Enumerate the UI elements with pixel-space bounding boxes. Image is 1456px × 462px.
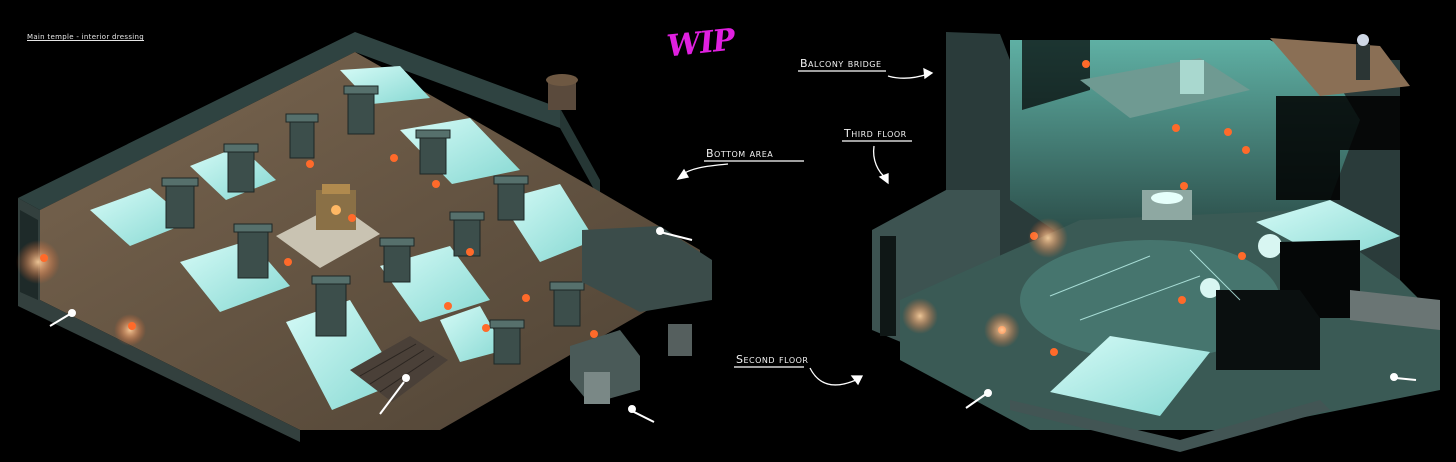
left-torches — [40, 154, 598, 338]
right-entry-arrows — [965, 373, 1417, 409]
left-staircase — [350, 336, 448, 402]
artwork-caption: Main temple - interior dressing — [27, 33, 145, 41]
left-entry-arrows — [49, 227, 693, 423]
balcony-bridge-structure — [1080, 58, 1250, 118]
right-temple-interior — [1010, 40, 1360, 262]
annotation-bottom-area: Bottom area — [706, 147, 774, 160]
right-temple-illustration — [872, 32, 1440, 452]
left-temple-right-wall — [560, 108, 600, 200]
left-temple-front-wall — [18, 198, 300, 442]
left-side-entrance — [582, 226, 712, 312]
annotation-third-floor: Third floor — [844, 127, 907, 140]
wip-stamp: WIP — [665, 22, 736, 65]
left-temple-illustration — [16, 32, 712, 442]
left-temple-floor — [40, 52, 700, 430]
right-water-pool-main — [1050, 336, 1210, 416]
annotation-balcony-bridge: Balcony bridge — [800, 57, 882, 70]
left-pillars — [161, 85, 585, 365]
right-water-pool-side — [1256, 200, 1400, 262]
annotation-leaders — [676, 67, 934, 386]
left-temple-back-wall — [18, 32, 560, 210]
balcony-platform — [1270, 38, 1410, 96]
annotation-second-floor: Second floor — [736, 353, 809, 366]
